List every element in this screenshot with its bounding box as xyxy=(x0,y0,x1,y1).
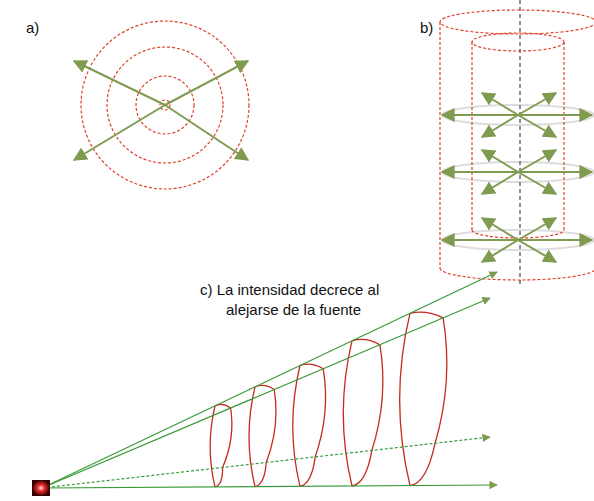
rays xyxy=(42,272,497,488)
wavefront-section xyxy=(293,364,326,486)
caption-note: c) La intensidad decrece al alejarse de … xyxy=(200,280,418,320)
cylindrical-waves xyxy=(440,10,594,280)
spherical-waves xyxy=(81,21,249,189)
wavefront-section xyxy=(343,339,383,486)
wavefront-sections xyxy=(210,312,447,487)
panel-letter: b) xyxy=(420,18,433,38)
radial-arrows xyxy=(74,61,248,160)
panel-letter: a) xyxy=(26,18,39,38)
cylinder-arrows xyxy=(442,93,592,262)
wavefront-section xyxy=(210,404,232,487)
wavefront-section xyxy=(249,385,276,486)
light-source xyxy=(32,480,50,496)
level-ellipses xyxy=(442,105,594,250)
wavefront-section xyxy=(400,312,447,486)
